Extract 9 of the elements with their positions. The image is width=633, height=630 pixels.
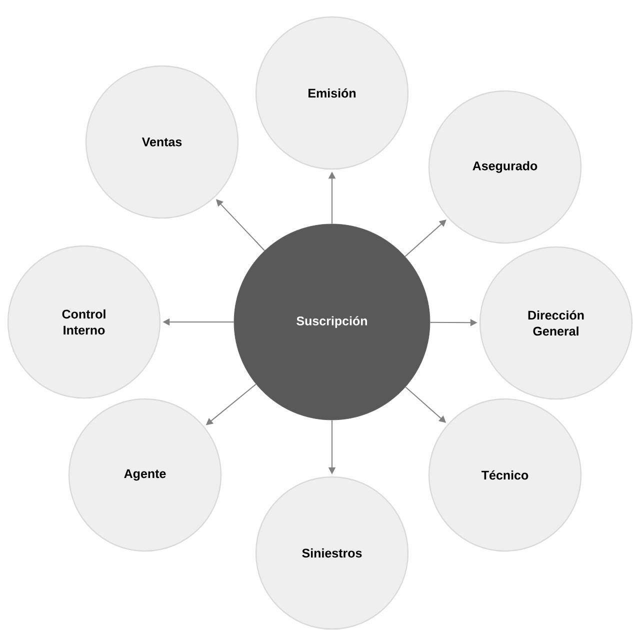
circle-node: Emisión [255,16,409,170]
circle-node: Control Interno [7,245,161,399]
arrow [216,199,266,252]
circle-node: Agente [68,398,222,552]
circle-node: Siniestros [255,476,409,630]
circle-node: Asegurado [428,90,582,244]
circle-node: Técnico [428,398,582,552]
circle-node: Ventas [85,65,239,219]
circle-node: Dirección General [479,246,633,400]
